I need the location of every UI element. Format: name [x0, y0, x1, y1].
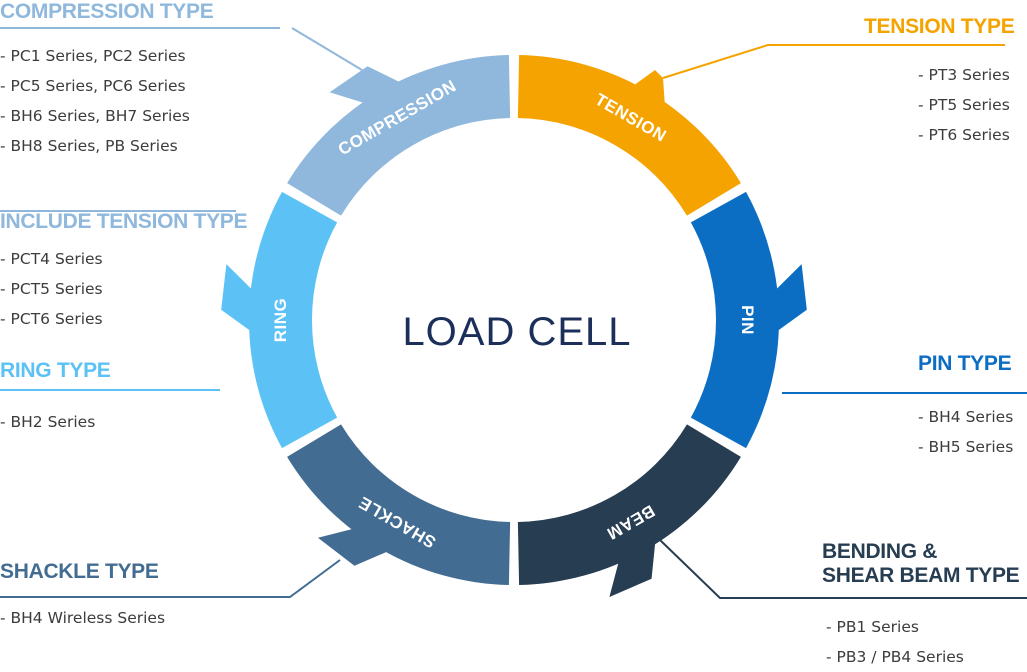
list-item: - BH5 Series [918, 438, 1014, 456]
list-item: - PT6 Series [918, 126, 1010, 144]
tension-segment [517, 55, 741, 216]
list-item: - PC1 Series, PC2 Series [0, 47, 186, 65]
beam-type-block: BENDING & SHEAR BEAM TYPE [822, 540, 1020, 588]
shackle-connector [0, 559, 341, 598]
pin-segment [690, 191, 779, 449]
list-item: - PT5 Series [918, 96, 1010, 114]
shackle-type-title: SHACKLE TYPE [0, 560, 159, 583]
beam-type-list-block: - PB1 Series - PB3 / PB4 Series [826, 612, 964, 672]
include-tension-type-block: INCLUDE TENSION TYPE - PCT4 Series - PCT… [0, 210, 248, 334]
list-item: - BH6 Series, BH7 Series [0, 107, 190, 125]
pin-type-block: PIN TYPE - BH4 Series - BH5 Series [918, 352, 1013, 462]
beam-type-title-line1: BENDING & [822, 540, 938, 563]
list-item: - PB3 / PB4 Series [826, 648, 964, 666]
beam-pointer [609, 541, 656, 598]
list-item: - BH8 Series, PB Series [0, 137, 178, 155]
list-item: - PCT4 Series [0, 250, 103, 268]
beam-type-list: - PB1 Series - PB3 / PB4 Series [826, 612, 964, 672]
pin-pointer [775, 264, 807, 332]
compression-type-block: COMPRESSION TYPE - PC1 Series, PC2 Serie… [0, 0, 214, 161]
ring-type-title: RING TYPE [0, 359, 111, 382]
list-item: - BH4 Series [918, 408, 1014, 426]
shackle-pointer [317, 528, 389, 566]
ring-segment-label: RING [271, 298, 290, 343]
list-item: - PC5 Series, PC6 Series [0, 77, 186, 95]
tension-type-list-block: - PT3 Series - PT5 Series - PT6 Series [918, 60, 1010, 150]
tension-pointer [633, 70, 665, 105]
pin-type-list: - BH4 Series - BH5 Series [918, 402, 1013, 462]
beam-type-title-line2: SHEAR BEAM TYPE [822, 564, 1020, 587]
list-item: - PB1 Series [826, 618, 919, 636]
compression-segment [287, 55, 511, 216]
ring-type-block: RING TYPE - BH2 Series [0, 359, 111, 437]
tension-type-title: TENSION TYPE [864, 15, 1015, 38]
ring-pointer [221, 264, 253, 332]
shackle-type-list: - BH4 Wireless Series [0, 603, 165, 633]
pin-segment-label: PIN [738, 305, 757, 335]
list-item: - BH4 Wireless Series [0, 609, 166, 627]
ring-type-list: - BH2 Series [0, 407, 110, 437]
tension-type-block: TENSION TYPE [864, 15, 1015, 39]
center-title: LOAD CELL [402, 310, 631, 354]
compression-connector-diag [291, 27, 363, 71]
compression-type-title: COMPRESSION TYPE [0, 0, 214, 23]
list-item: - BH2 Series [0, 413, 96, 431]
shackle-segment [287, 424, 511, 585]
tension-connector [662, 44, 1005, 79]
list-item: - PCT5 Series [0, 280, 103, 298]
compression-pointer [329, 66, 401, 104]
beam-connector [659, 539, 1027, 599]
list-item: - PCT6 Series [0, 310, 103, 328]
list-item: - PT3 Series [918, 66, 1010, 84]
tension-type-list: - PT3 Series - PT5 Series - PT6 Series [918, 60, 1010, 150]
include-tension-type-list: - PCT4 Series - PCT5 Series - PCT6 Serie… [0, 244, 247, 334]
beam-segment [517, 424, 741, 585]
pin-type-title: PIN TYPE [918, 352, 1012, 375]
compression-type-list: - PC1 Series, PC2 Series - PC5 Series, P… [0, 41, 213, 161]
include-tension-type-title: INCLUDE TENSION TYPE [0, 210, 248, 233]
shackle-type-block: SHACKLE TYPE - BH4 Wireless Series [0, 560, 165, 633]
ring-segment [249, 191, 338, 449]
